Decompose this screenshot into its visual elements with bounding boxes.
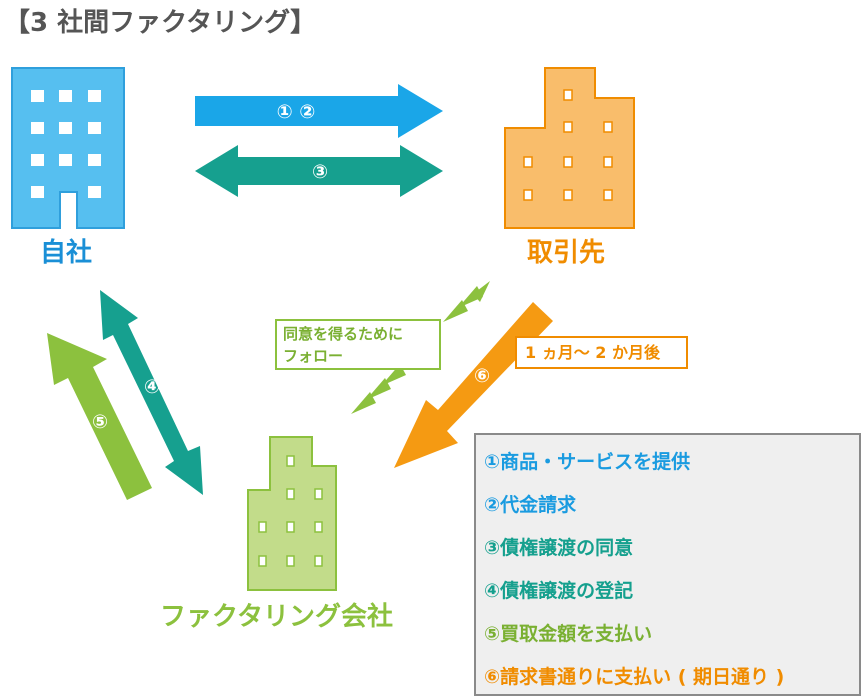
legend-item-1: ①商品・サービスを提供 — [484, 451, 691, 473]
legend-item-4: ④債権譲渡の登記 — [484, 580, 634, 602]
arrow-label-1-2: ① ② — [277, 101, 316, 123]
legend-item-2: ②代金請求 — [484, 494, 577, 516]
client-label: 取引先 — [527, 238, 606, 268]
legend-item-5: ⑤買取金額を支払い — [484, 623, 653, 645]
arrow-label-5: ⑤ — [92, 411, 108, 433]
follow-note-line-2: フォロー — [283, 347, 344, 365]
factoring-company-label: ファクタリング会社 — [160, 602, 393, 632]
follow-note-line-1: 同意を得るために — [283, 325, 404, 343]
timing-note: 1 ヵ月〜 2 か月後 — [515, 336, 688, 369]
page-title: 【3 社間ファクタリング】 — [4, 8, 317, 38]
arrow-4 — [100, 290, 203, 495]
arrow-3 — [195, 145, 443, 197]
legend-item-3: ③債権譲渡の同意 — [484, 537, 634, 559]
arrow-5 — [47, 333, 152, 500]
arrow-label-6: ⑥ — [474, 365, 490, 387]
arrow-label-3: ③ — [312, 161, 328, 183]
arrow-label-4: ④ — [144, 376, 160, 398]
own-company-label: 自社 — [40, 238, 93, 268]
follow-note: 同意を得るために フォロー — [275, 319, 441, 370]
own-company-building-icon — [11, 67, 125, 229]
client-building-icon — [504, 67, 635, 229]
factoring-building-icon — [247, 436, 337, 591]
legend-box: ①商品・サービスを提供 ②代金請求 ③債権譲渡の同意 ④債権譲渡の登記 ⑤買取金… — [474, 433, 861, 696]
legend-item-6: ⑥請求書通りに支払い ( 期日通り ) — [484, 666, 785, 688]
arrow-1-2 — [195, 84, 443, 138]
arrow-6 — [394, 302, 553, 468]
